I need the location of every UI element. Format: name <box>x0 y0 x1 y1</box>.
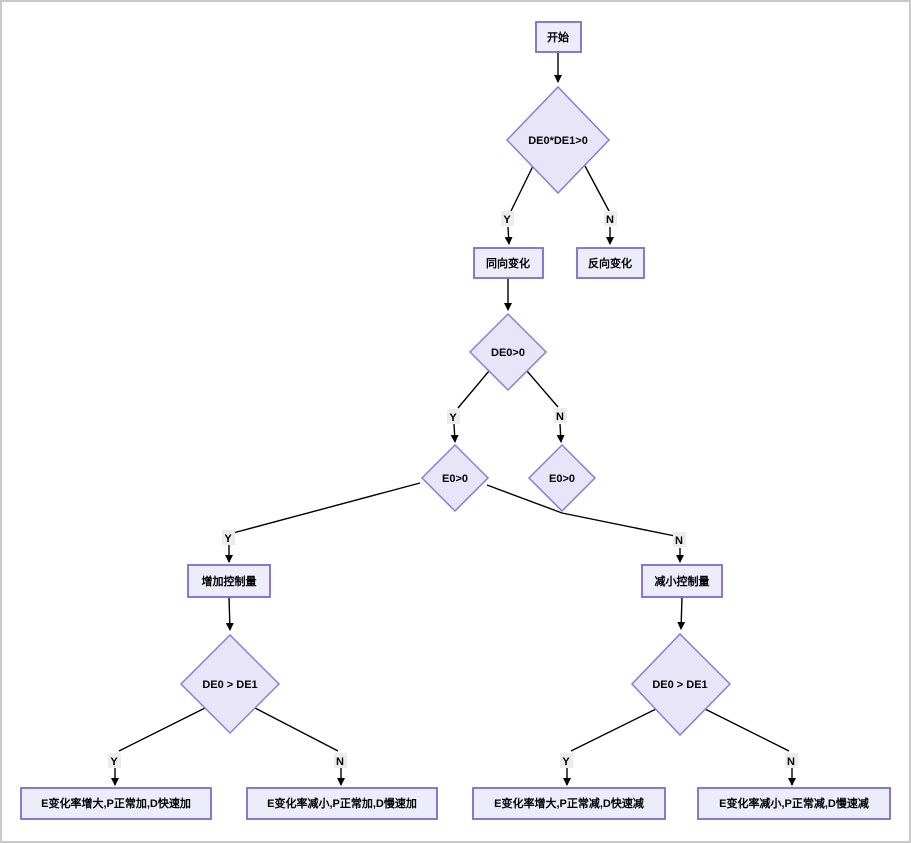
start-box-shape <box>535 21 582 53</box>
result4-shape <box>697 787 891 820</box>
branch-y3-text: Y <box>224 533 232 545</box>
decision-de0-gt-de1-right-shape <box>630 632 732 737</box>
decision-de0-gt-de1-left-label: DE0 > DE1 <box>202 679 257 691</box>
branch-n5-bg <box>785 753 798 768</box>
decision-e0-positive-right-node: E0>0 <box>527 443 597 513</box>
increase-control-shape <box>187 564 271 598</box>
opposite-direction-label: 反向变化 <box>588 256 632 270</box>
decrease-control-shape <box>641 564 723 598</box>
edge-e0-to-n <box>486 484 676 537</box>
branch-n3-text: N <box>675 535 683 547</box>
decision-de0-gt-de1-left-node: DE0 > DE1 <box>179 633 281 735</box>
edge-decrease-to-decision4-right <box>677 596 686 630</box>
result1-label: E变化率增大,P正常加,D快速加 <box>41 796 191 810</box>
increase-control-label: 增加控制量 <box>202 574 257 588</box>
branch-y3-bg <box>222 530 235 545</box>
opposite-direction-shape <box>576 247 645 279</box>
decision-de0-positive-shape <box>468 312 548 392</box>
result3-label: E变化率增大,P正常减,D快速减 <box>494 796 644 810</box>
branch-label-n2: N <box>554 408 567 423</box>
decision-de0-gt-de1-right-node: DE0 > DE1 <box>630 632 732 737</box>
branch-label-y5: Y <box>560 753 573 768</box>
edge-y1-to-same-direction <box>504 226 513 245</box>
result4-label: E变化率减小,P正常减,D慢速减 <box>719 796 869 810</box>
decision-de0xde1-label: DE0*DE1>0 <box>528 135 588 147</box>
decision-de0-gt-de1-left-shape <box>179 633 281 735</box>
edge-e0left-to-y <box>232 482 421 534</box>
branch-n1-text: N <box>606 214 614 226</box>
branch-n4-bg <box>334 753 347 768</box>
result2-node: E变化率减小,P正常加,D慢速加 <box>246 787 438 820</box>
same-direction-shape <box>473 247 544 279</box>
same-direction-node: 同向变化 <box>473 247 544 279</box>
branch-y4-text: Y <box>110 756 118 768</box>
branch-label-y3: Y <box>222 530 235 545</box>
branch-label-n5: N <box>785 753 798 768</box>
result4-node: E变化率减小,P正常减,D慢速减 <box>697 787 891 820</box>
increase-control-node: 增加控制量 <box>187 564 271 598</box>
decision-de0xde1-shape <box>505 85 611 195</box>
branch-y4-bg <box>108 753 121 768</box>
result1-node: E变化率增大,P正常加,D快速加 <box>20 787 212 820</box>
branch-n5-text: N <box>787 756 795 768</box>
branch-n1-bg <box>604 211 617 226</box>
edge-decision4right-to-n <box>704 708 790 752</box>
decision-de0-positive-node: DE0>0 <box>468 312 548 392</box>
decrease-control-node: 减小控制量 <box>641 564 723 598</box>
branch-label-n4: N <box>334 753 347 768</box>
decision-de0-gt-de1-right-label: DE0 > DE1 <box>652 679 707 691</box>
branch-y2-bg <box>447 409 460 424</box>
branch-label-n1: N <box>604 211 617 226</box>
decision-de0-positive-label: DE0>0 <box>491 347 525 359</box>
result3-node: E变化率增大,P正常减,D快速减 <box>472 787 666 820</box>
edge-y2-to-e0-left <box>450 423 459 443</box>
branch-y5-text: Y <box>562 756 570 768</box>
branch-n2-bg <box>554 408 567 423</box>
edge-decision4left-to-n <box>254 707 339 752</box>
start-label: 开始 <box>547 30 569 44</box>
decision-e0-positive-left-shape <box>420 443 490 513</box>
result2-shape <box>246 787 438 820</box>
edges <box>111 52 796 786</box>
edge-decision1-to-n <box>584 165 610 212</box>
edge-decision4right-to-y <box>570 708 657 752</box>
result1-shape <box>20 787 212 820</box>
branch-y1-bg <box>501 211 514 226</box>
edge-n2-to-e0-right <box>556 423 565 443</box>
decision-e0-positive-right-label: E0>0 <box>549 473 575 485</box>
decision-e0-positive-right-shape <box>527 443 597 513</box>
result3-shape <box>472 787 666 820</box>
nodes: 开始 DE0*DE1>0 Y N 同向变化 反向变化 DE0>0 <box>20 21 891 820</box>
edge-decision1-to-y <box>510 165 534 212</box>
branch-label-y2: Y <box>447 409 460 424</box>
branch-label-y1: Y <box>501 211 514 226</box>
decrease-control-label: 减小控制量 <box>655 574 710 588</box>
branch-n2-text: N <box>556 411 564 423</box>
edge-decision2-to-n <box>526 370 559 408</box>
edge-decision2-to-y <box>457 370 490 409</box>
branch-n3-bg <box>673 532 686 547</box>
branch-y2-text: Y <box>449 412 457 424</box>
result2-label: E变化率减小,P正常加,D慢速加 <box>267 796 417 810</box>
opposite-direction-node: 反向变化 <box>576 247 645 279</box>
decision-e0-positive-left-node: E0>0 <box>420 443 490 513</box>
same-direction-label: 同向变化 <box>486 256 530 270</box>
start-node: 开始 <box>535 21 582 53</box>
edge-increase-to-decision4-left <box>225 596 234 631</box>
branch-n4-text: N <box>336 756 344 768</box>
decision-de0xde1-node: DE0*DE1>0 <box>505 85 611 195</box>
branch-label-y4: Y <box>108 753 121 768</box>
branch-label-n3: N <box>673 532 686 547</box>
branch-y5-bg <box>560 753 573 768</box>
branch-y1-text: Y <box>503 214 511 226</box>
decision-e0-positive-left-label: E0>0 <box>442 473 468 485</box>
edge-decision4left-to-y <box>118 707 206 752</box>
